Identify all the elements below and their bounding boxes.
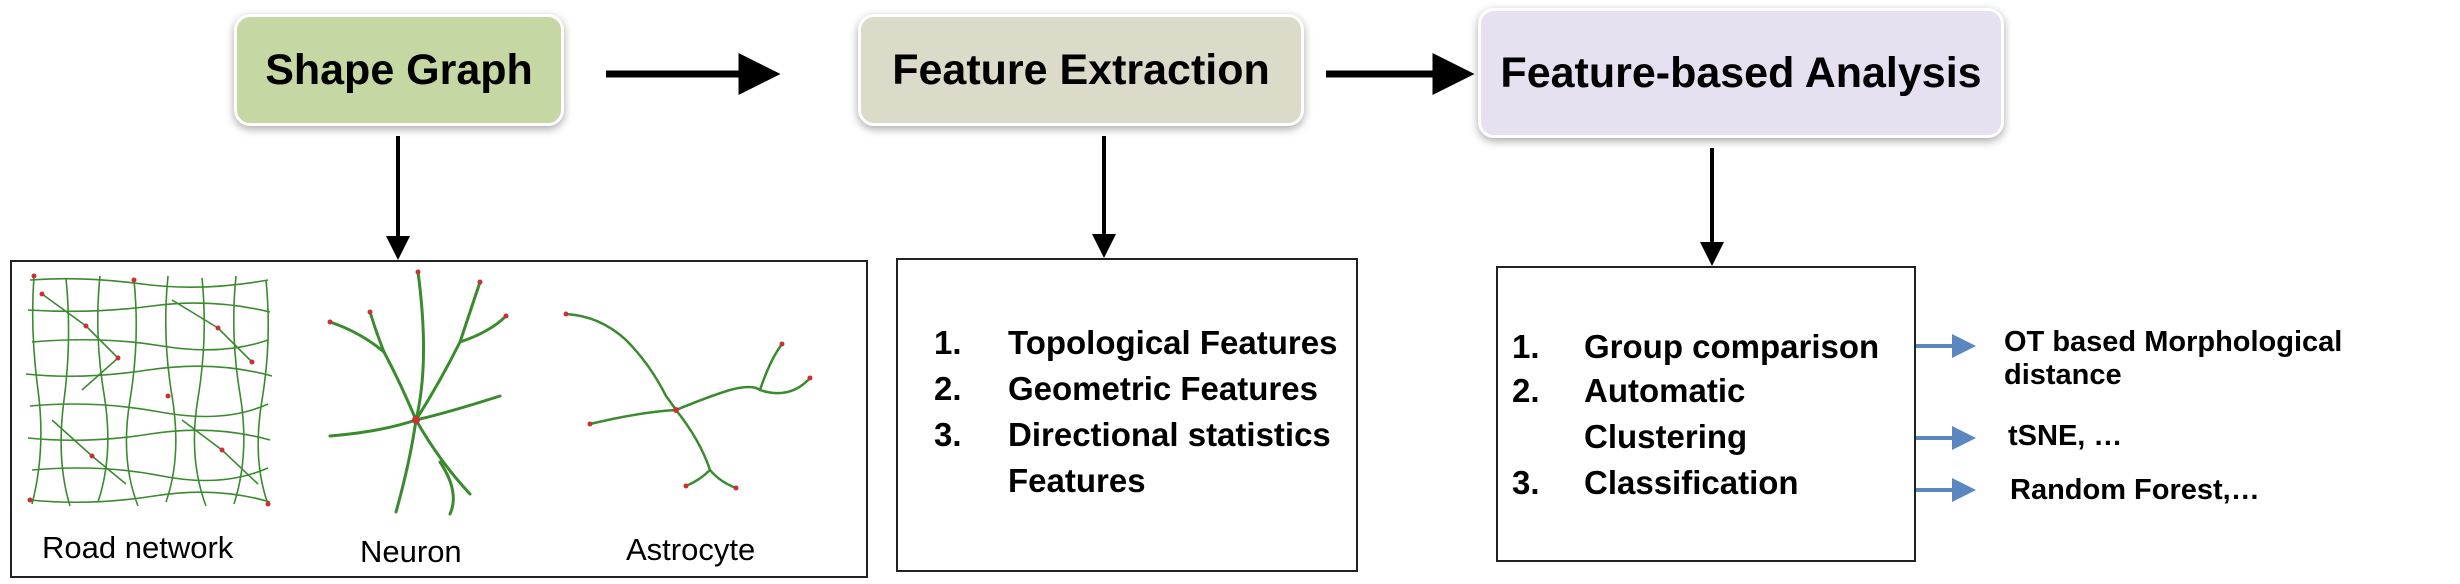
analysis-number: 3. — [1512, 464, 1540, 501]
feature-item: Directional statistics — [1008, 416, 1331, 453]
feature-extraction-label: Feature Extraction — [892, 45, 1270, 94]
analysis-item-continued: Clustering — [1584, 418, 1748, 455]
feature-item-continued: Features — [1008, 462, 1146, 499]
analysis-item: Classification — [1584, 464, 1799, 501]
shape-graph-label: Shape Graph — [265, 45, 533, 94]
analysis-number: 2. — [1512, 372, 1540, 409]
neuron-caption: Neuron — [360, 534, 462, 569]
shape-graph-node: Shape Graph — [234, 14, 564, 126]
feature-item: Topological Features — [1008, 324, 1338, 361]
feature-analysis-node: Feature-based Analysis — [1478, 8, 2004, 138]
feature-extraction-node: Feature Extraction — [858, 14, 1304, 126]
feature-number: 2. — [934, 370, 962, 407]
features-panel — [896, 258, 1358, 572]
analysis-number: 1. — [1512, 328, 1540, 365]
analysis-item: Group comparison — [1584, 328, 1880, 365]
astrocyte-graph — [563, 311, 813, 491]
neuron-graph — [327, 269, 509, 516]
road-network-caption: Road network — [42, 530, 234, 565]
method-random-forest: Random Forest,… — [2010, 474, 2260, 506]
astrocyte-caption: Astrocyte — [626, 532, 756, 567]
road-network-graph — [25, 273, 273, 507]
feature-analysis-label: Feature-based Analysis — [1500, 48, 1982, 97]
feature-number: 1. — [934, 324, 962, 361]
analysis-panel — [1496, 266, 1916, 562]
feature-item: Geometric Features — [1008, 370, 1318, 407]
method-ot-distance: OT based Morphological distance — [2004, 326, 2343, 391]
feature-number: 3. — [934, 416, 962, 453]
analysis-item: Automatic — [1584, 372, 1746, 409]
method-tsne: tSNE, … — [2008, 420, 2123, 452]
examples-panel — [10, 260, 868, 578]
